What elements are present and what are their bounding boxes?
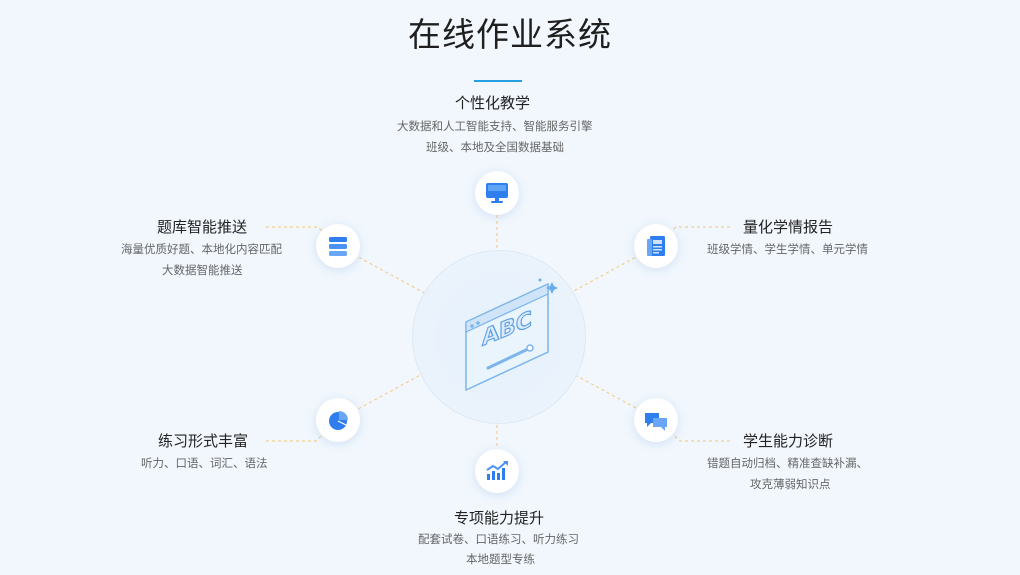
feature-desc-question-bank-1: 海量优质好题、本地化内容匹配 — [121, 242, 282, 256]
report-icon — [647, 236, 665, 256]
feature-desc-personalized-1: 大数据和人工智能支持、智能服务引擎 — [397, 119, 593, 133]
feature-title-practice: 练习形式丰富 — [158, 432, 249, 450]
pie-chart-icon — [329, 411, 348, 430]
page-title: 在线作业系统 — [408, 15, 612, 54]
feature-desc-diagnosis-2: 攻克薄弱知识点 — [750, 477, 831, 491]
feature-desc-report-1: 班级学情、学生学情、单元学情 — [707, 242, 868, 256]
pie-chart-icon-button[interactable] — [316, 398, 360, 442]
feature-title-diagnosis: 学生能力诊断 — [743, 432, 834, 450]
chat-bubbles-icon-button[interactable] — [634, 398, 678, 442]
database-icon-button[interactable] — [316, 224, 360, 268]
growth-chart-icon-button[interactable] — [475, 449, 519, 493]
monitor-icon — [486, 183, 508, 203]
feature-desc-diagnosis-1: 错题自动归档、精准查缺补漏、 — [707, 456, 868, 470]
feature-desc-question-bank-2: 大数据智能推送 — [162, 263, 243, 277]
feature-title-report: 量化学情报告 — [743, 218, 834, 236]
feature-title-personalized: 个性化教学 — [455, 94, 531, 112]
feature-title-question-bank: 题库智能推送 — [157, 218, 248, 236]
feature-desc-special-2: 本地题型专练 — [466, 552, 535, 566]
abc-window-illustration: ABC — [465, 278, 558, 392]
feature-desc-practice-1: 听力、口语、词汇、语法 — [141, 456, 268, 470]
feature-desc-special-1: 配套试卷、口语练习、听力练习 — [418, 532, 579, 546]
feature-desc-personalized-2: 班级、本地及全国数据基础 — [426, 140, 564, 154]
monitor-icon-button[interactable] — [475, 171, 519, 215]
title-accent-line — [474, 80, 522, 82]
growth-chart-icon — [486, 461, 508, 480]
feature-title-special: 专项能力提升 — [454, 509, 545, 527]
report-icon-button[interactable] — [634, 224, 678, 268]
chat-bubbles-icon — [645, 413, 667, 431]
database-icon — [329, 237, 347, 256]
